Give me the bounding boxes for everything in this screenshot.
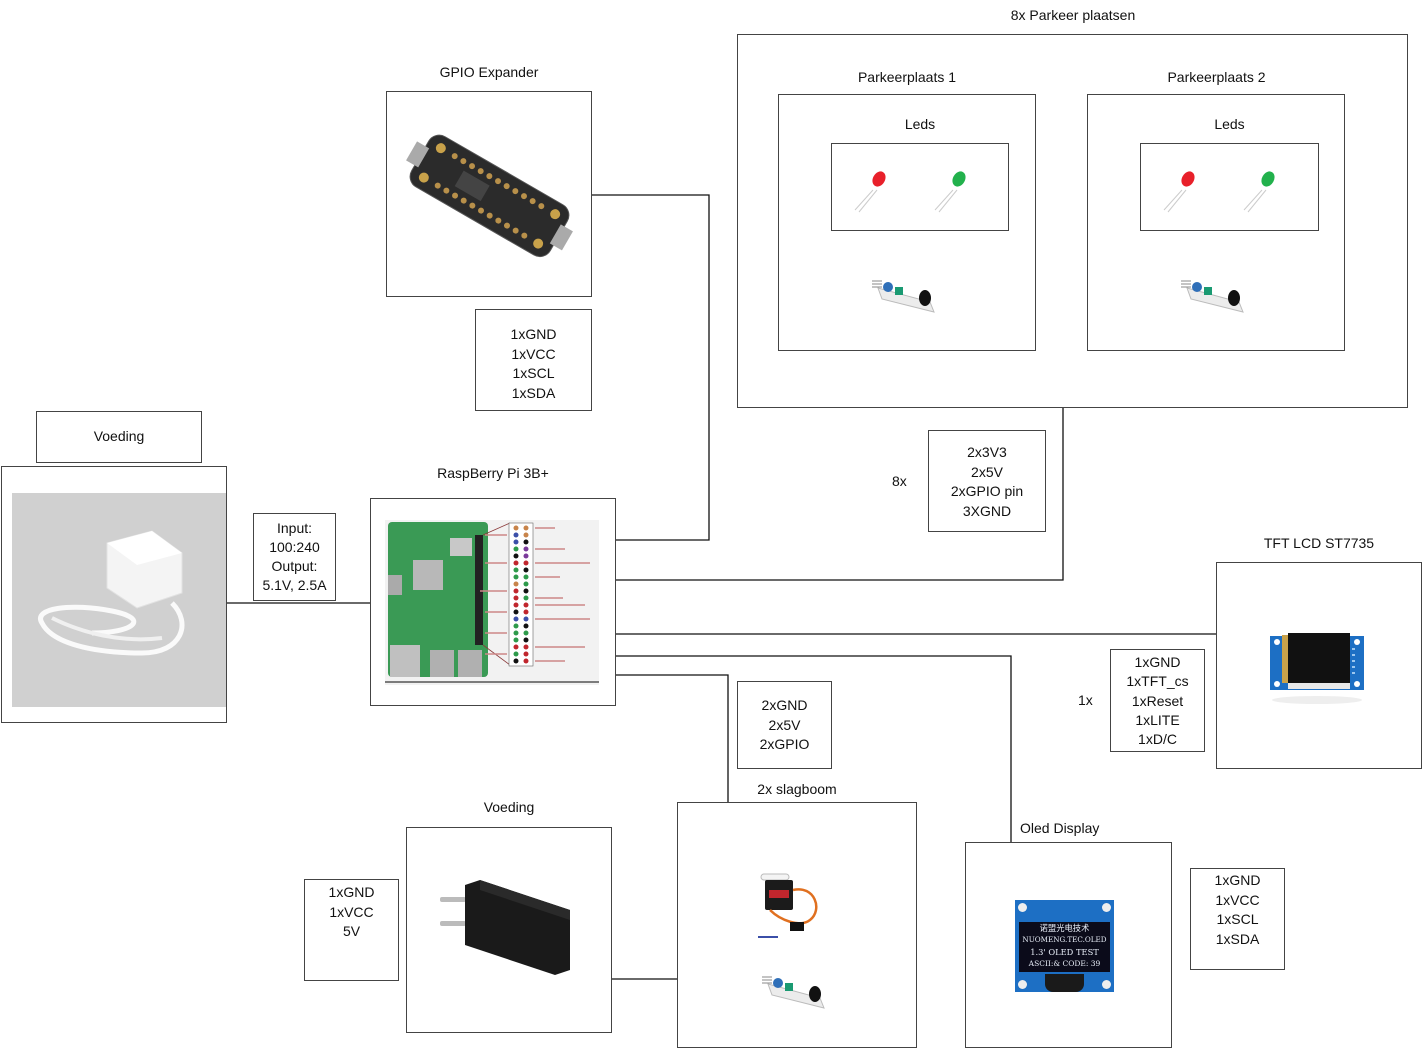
oled-line: 1.3' OLED TEST bbox=[1030, 947, 1099, 957]
tft-display-icon bbox=[1270, 633, 1364, 704]
red-led-icon bbox=[872, 171, 886, 187]
spec-label: Output: bbox=[271, 558, 318, 574]
tft-title: TFT LCD ST7735 bbox=[1263, 535, 1375, 551]
pin-label: 1xSDA bbox=[1215, 930, 1260, 947]
pin-label: 1xVCC bbox=[511, 345, 556, 362]
leds-label-2: Leds bbox=[1214, 116, 1245, 132]
wire-barrier bbox=[615, 674, 729, 802]
leds-box-1 bbox=[831, 143, 1009, 231]
oled-pins-box: 1xGND 1xVCC 1xSCL 1xSDA bbox=[1190, 868, 1285, 970]
barrier-pins-box: 2xGND 2x5V 2xGPIO bbox=[737, 681, 832, 769]
parking-spot-2-title: Parkeerplaats 2 bbox=[1167, 69, 1266, 85]
pin-label: 1xGND bbox=[510, 326, 557, 342]
spec-label: 100:240 bbox=[269, 539, 320, 555]
wire-parking bbox=[615, 407, 1064, 581]
ir-sensor-icon bbox=[1181, 280, 1244, 313]
pin-label: 1xSCL bbox=[512, 365, 555, 381]
leds-label-1: Leds bbox=[904, 116, 936, 132]
power-secondary-pins-box: 1xGND 1xVCC 5V bbox=[304, 879, 399, 981]
power-adapter-white-icon bbox=[12, 493, 226, 707]
oled-line: 诺盟光电技术 bbox=[1039, 923, 1090, 933]
pin-label: 1xTFT_cs bbox=[1126, 673, 1189, 690]
oled-display-icon: 诺盟光电技术 NUOMENG.TEC.OLED 1.3' OLED TEST A… bbox=[1015, 900, 1114, 992]
tft-pins-box: 1xGND 1xTFT_cs 1xReset 1xLITE 1xD/C bbox=[1110, 649, 1205, 752]
power-main-spec-box: Input: 100:240 Output: 5.1V, 2.5A bbox=[253, 513, 336, 601]
oled-screen: 诺盟光电技术 NUOMENG.TEC.OLED 1.3' OLED TEST A… bbox=[1019, 922, 1110, 972]
pin-label: 2x5V bbox=[768, 716, 801, 733]
power-adapter-black-icon bbox=[440, 880, 570, 975]
pin-label: 2xGPIO pin bbox=[950, 483, 1024, 499]
pin-label: 1xGND bbox=[1134, 654, 1181, 670]
pin-label: 1xSDA bbox=[511, 384, 556, 401]
ir-sensor-icon bbox=[762, 976, 825, 1009]
led-pair-icon bbox=[1163, 171, 1275, 213]
gpio-expander-board-icon bbox=[406, 134, 573, 258]
pin-label: 2xGND bbox=[761, 697, 808, 713]
power-secondary-title: Voeding bbox=[483, 799, 535, 815]
ir-sensor-icon bbox=[872, 280, 935, 313]
pin-label: 1xSCL bbox=[1216, 911, 1259, 927]
pin-label: 1xVCC bbox=[1215, 891, 1260, 908]
green-led-icon bbox=[1261, 171, 1275, 187]
pin-label: 1xGND bbox=[1214, 872, 1261, 888]
parking-multiplier: 8x bbox=[892, 473, 907, 489]
pin-label: 1xD/C bbox=[1138, 731, 1177, 748]
spec-label: Input: bbox=[276, 520, 313, 536]
parking-spot-1-title: Parkeerplaats 1 bbox=[857, 69, 957, 85]
pin-label: 1xLITE bbox=[1135, 711, 1180, 728]
raspberry-pi-title: RaspBerry Pi 3B+ bbox=[437, 465, 549, 481]
oled-line: ASCII:& CODE: 39 bbox=[1028, 959, 1101, 968]
oled-line: NUOMENG.TEC.OLED bbox=[1022, 935, 1107, 944]
servo-icon bbox=[758, 873, 818, 938]
pin-label: 1xGND bbox=[328, 884, 375, 900]
red-led-icon bbox=[1181, 171, 1195, 187]
wire-gpio-expander bbox=[592, 194, 710, 541]
gpio-expander-title: GPIO Expander bbox=[439, 64, 539, 80]
parking-pins-box: 2x3V3 2x5V 2xGPIO pin 3XGND bbox=[928, 430, 1046, 532]
raspberry-pi-board-icon bbox=[385, 520, 599, 685]
pin-label: 5V bbox=[342, 923, 361, 939]
pin-label: 2xGPIO bbox=[759, 736, 810, 752]
gpio-expander-pins-box: 1xGND 1xVCC 1xSCL 1xSDA bbox=[475, 309, 592, 411]
barrier-box bbox=[677, 802, 917, 1048]
tft-multiplier: 1x bbox=[1078, 692, 1093, 708]
parking-group-title: 8x Parkeer plaatsen bbox=[1010, 7, 1136, 23]
pin-label: 1xVCC bbox=[329, 903, 374, 920]
barrier-title: 2x slagboom bbox=[757, 781, 837, 797]
power-main-title: Voeding bbox=[93, 428, 145, 444]
led-pair-icon bbox=[854, 171, 966, 213]
power-main-title-box: Voeding bbox=[36, 411, 202, 463]
pin-label: 3XGND bbox=[962, 502, 1012, 519]
pin-label: 2x3V3 bbox=[967, 444, 1007, 460]
pin-label: 2x5V bbox=[971, 463, 1003, 480]
leds-box-2 bbox=[1140, 143, 1319, 231]
pin-label: 1xReset bbox=[1131, 692, 1184, 709]
oled-title: Oled Display bbox=[1020, 820, 1100, 836]
spec-label: 5.1V, 2.5A bbox=[262, 577, 327, 593]
green-led-icon bbox=[952, 171, 966, 187]
wire-oled bbox=[615, 655, 1012, 842]
